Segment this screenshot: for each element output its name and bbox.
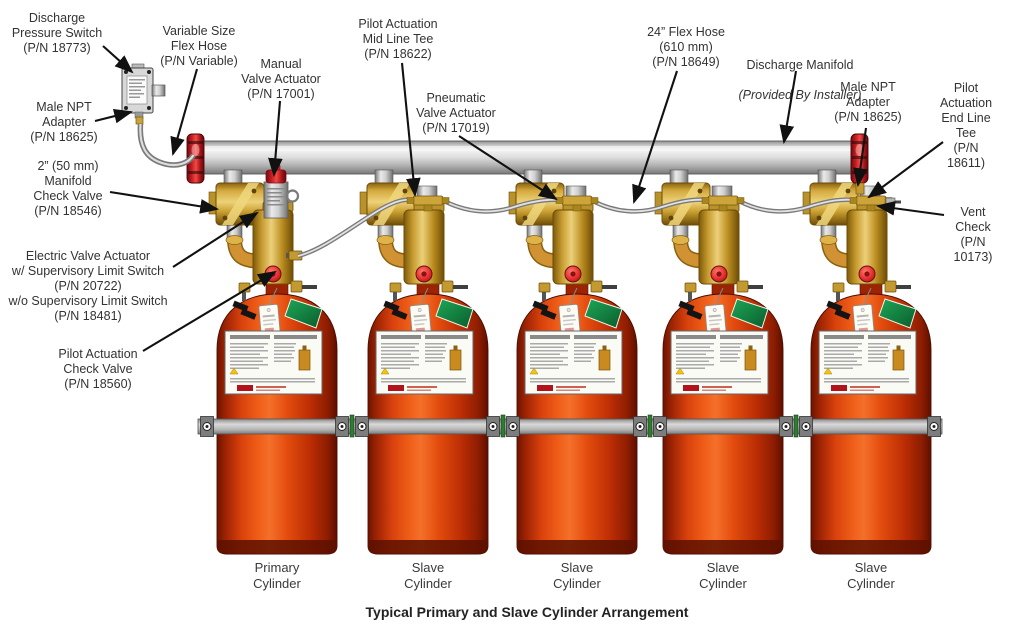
arrow-pneumatic-valve-actuator — [458, 135, 558, 201]
arrow-manifold-check-valve — [109, 190, 220, 214]
label-male-npt-adapter-left: Male NPT Adapter (P/N 18625) — [30, 100, 98, 144]
slave-cylinder-2 — [516, 280, 638, 555]
callout-arrows — [94, 45, 945, 352]
switch-side-port — [151, 84, 166, 97]
arrow-male-npt-adapter-left — [94, 108, 134, 124]
discharge-manifold-pipe — [195, 140, 861, 175]
label-electric-valve-actuator: Electric Valve Actuator w/ Supervisory L… — [8, 249, 168, 323]
label-discharge-pressure-switch: Discharge Pressure Switch (P/N 18773) — [11, 11, 103, 55]
vent-check-part — [885, 197, 896, 207]
label-discharge-manifold-line1: Discharge Manifold — [746, 58, 854, 72]
label-discharge-manifold-line2: (Provided By Installer) — [738, 88, 862, 102]
arrow-variable-size-flex-hose — [170, 68, 199, 157]
arrow-pilot-mid-line-tee — [400, 62, 421, 198]
variable-size-flex-hose — [137, 123, 196, 168]
label-pilot-actuation-mid-line-tee: Pilot Actuation Mid Line Tee (P/N 18622) — [358, 17, 438, 61]
arrow-pilot-actuation-check-valve — [142, 270, 277, 352]
label-variable-size-flex-hose: Variable Size Flex Hose (P/N Variable) — [160, 24, 238, 68]
label-pneumatic-valve-actuator: Pneumatic Valve Actuator (P/N 17019) — [416, 91, 496, 135]
arrow-electric-valve-actuator — [172, 211, 259, 268]
label-manual-valve-actuator: Manual Valve Actuator (P/N 17001) — [241, 57, 321, 101]
arrow-male-npt-adapter-right — [853, 127, 868, 188]
label-slave-cylinder-3: Slave Cylinder — [699, 560, 747, 591]
label-male-npt-adapter-right: Male NPT Adapter (P/N 18625) — [834, 80, 902, 124]
male-npt-adapter-left-part — [135, 116, 144, 125]
arrow-24in-flex-hose — [632, 70, 678, 204]
arrow-vent-check — [875, 200, 945, 217]
label-manifold-check-valve: 2” (50 mm) Manifold Check Valve (P/N 185… — [33, 159, 103, 218]
arrow-discharge-manifold — [779, 70, 798, 145]
slave-valve-assembly-3 — [655, 170, 763, 301]
label-pilot-actuation-end-line-tee: Pilot Actuation End Line Tee (P/N 18611) — [939, 81, 993, 170]
label-slave-cylinder-1: Slave Cylinder — [404, 560, 452, 591]
slave-valve-assembly-2 — [509, 170, 617, 301]
label-discharge-manifold: Discharge Manifold (Provided By Installe… — [739, 43, 862, 118]
label-slave-cylinder-2: Slave Cylinder — [553, 560, 601, 591]
pull-ring — [285, 189, 300, 203]
label-primary-cylinder: Primary Cylinder — [253, 560, 301, 591]
mounting-strap — [197, 414, 943, 438]
label-vent-check: Vent Check (P/N 10173) — [953, 205, 993, 264]
arrow-manual-valve-actuator — [268, 100, 283, 178]
arrow-pilot-end-line-tee — [867, 141, 944, 199]
label-slave-cylinder-4: Slave Cylinder — [847, 560, 895, 591]
slave-cylinder-4 — [810, 280, 932, 555]
label-24in-flex-hose: 24” Flex Hose (610 mm) (P/N 18649) — [647, 25, 725, 69]
slave-cylinder-3 — [662, 280, 784, 555]
primary-valve-assembly — [209, 170, 317, 301]
arrow-discharge-pressure-switch — [102, 45, 134, 74]
figure-caption: Typical Primary and Slave Cylinder Arran… — [365, 604, 689, 620]
discharge-pressure-switch — [121, 63, 166, 125]
pilot-actuation-hose — [297, 197, 856, 259]
manifold-left-connector — [186, 133, 205, 184]
label-pilot-actuation-check-valve: Pilot Actuation Check Valve (P/N 18560) — [58, 347, 138, 391]
primary-cylinder — [216, 280, 338, 555]
slave-cylinder-1 — [367, 280, 489, 555]
